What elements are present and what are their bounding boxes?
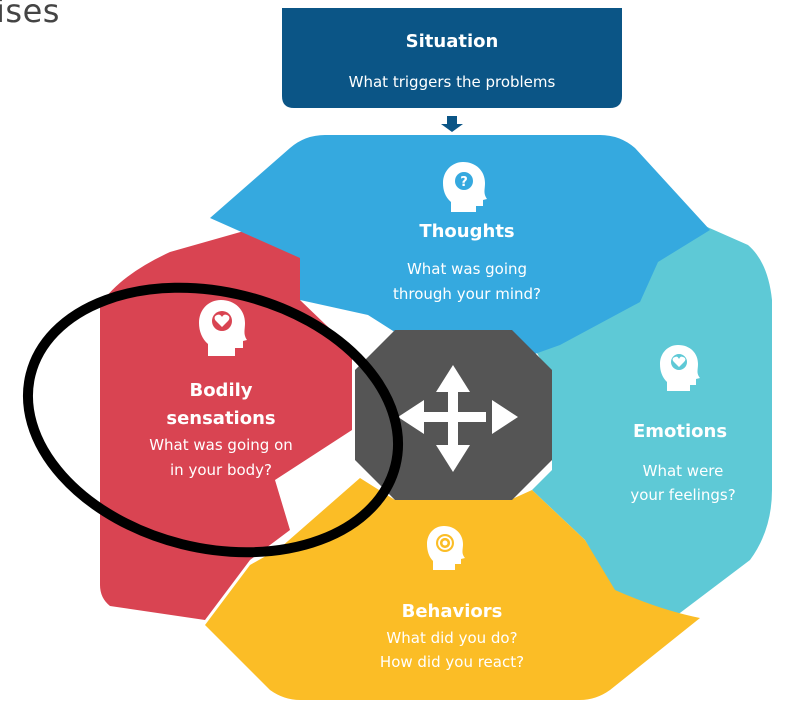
situation-title: Situation xyxy=(406,31,499,52)
emotions-line2: your feelings? xyxy=(630,486,735,504)
head-heart-icon xyxy=(660,345,700,391)
thoughts-line2: through your mind? xyxy=(393,285,541,303)
situation-box: Situation What triggers the problems xyxy=(282,8,622,108)
behaviors-title: Behaviors xyxy=(402,601,503,622)
thoughts-line1: What was going xyxy=(407,260,527,278)
behaviors-line2: How did you react? xyxy=(380,653,524,671)
head-spiral-icon xyxy=(427,526,465,570)
emotions-line1: What were xyxy=(643,462,724,480)
highlight-circle xyxy=(22,282,404,558)
situation-subtitle: What triggers the problems xyxy=(349,73,556,91)
cropped-heading-text: ises xyxy=(0,0,60,30)
bodily-title-line1: Bodily xyxy=(189,380,252,401)
bodily-title-line2: sensations xyxy=(166,408,275,429)
thoughts-title: Thoughts xyxy=(419,221,514,242)
bodily-line1: What was going on xyxy=(149,436,293,454)
down-arrow-icon xyxy=(441,116,463,132)
head-heart-icon xyxy=(199,300,247,356)
center-octagon xyxy=(355,330,552,500)
head-question-icon: ? xyxy=(443,162,487,212)
bodily-sensations-segment xyxy=(100,218,352,620)
behaviors-line1: What did you do? xyxy=(386,629,517,647)
emotions-title: Emotions xyxy=(633,421,727,442)
svg-text:?: ? xyxy=(460,175,468,190)
thoughts-segment xyxy=(210,135,710,355)
four-way-arrows-icon xyxy=(398,365,518,472)
bodily-line2: in your body? xyxy=(170,461,272,479)
